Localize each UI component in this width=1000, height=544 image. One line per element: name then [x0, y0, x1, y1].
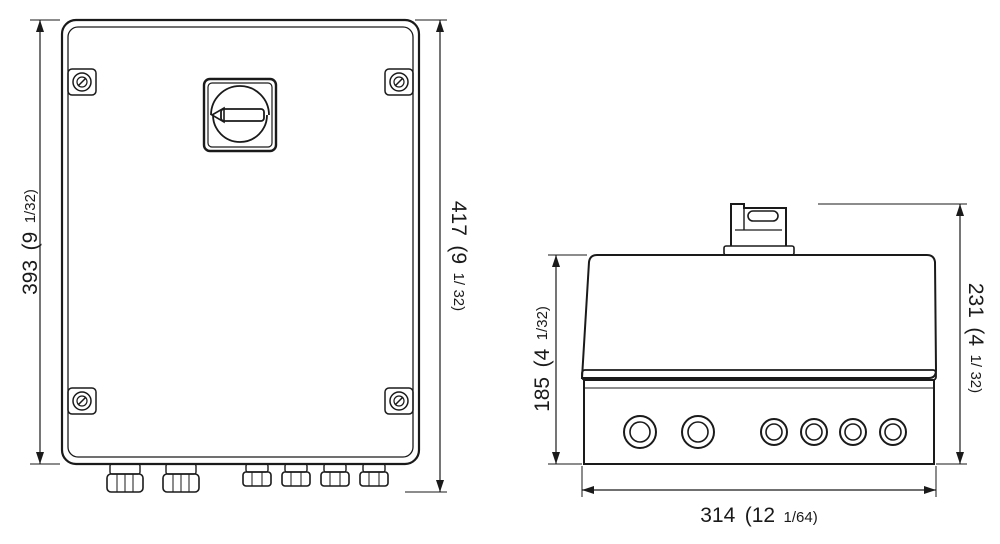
cable-gland-small-1: [242, 463, 272, 487]
side-gland-small-4: [879, 418, 907, 446]
overall-height-label: 417 (9 1/ 32): [447, 201, 470, 311]
side-switch-knob: [723, 203, 795, 256]
side-gland-large-2: [681, 415, 715, 449]
dimension-line-front-height: [30, 19, 60, 465]
side-base: [583, 379, 935, 465]
dimension-line-overall-height: [405, 19, 447, 493]
switch-handle: [210, 106, 265, 124]
cable-gland-large-1: [106, 463, 144, 493]
enclosure-outline: [60, 18, 421, 466]
cable-gland-small-2: [281, 463, 311, 487]
side-gland-small-2: [800, 418, 828, 446]
rotary-switch: [202, 77, 278, 153]
dimension-line-side-body-height: [548, 254, 587, 465]
side-view: [548, 203, 967, 497]
side-gland-small-1: [760, 418, 788, 446]
side-gland-small-3: [839, 418, 867, 446]
width-label: 314 (12 1/64): [700, 504, 818, 527]
dimension-line-side-total-height: [818, 203, 967, 465]
screw-top-right: [384, 68, 414, 96]
cable-gland-large-2: [162, 463, 200, 493]
cable-gland-small-4: [359, 463, 389, 487]
front-view: [30, 18, 447, 493]
dimension-line-width: [581, 466, 937, 497]
front-height-label: 393 (9 1/32): [19, 189, 42, 295]
side-lid: [580, 254, 938, 379]
screw-bottom-right: [384, 387, 414, 415]
enclosure-inner-frame: [67, 26, 414, 458]
side-gland-large-1: [623, 415, 657, 449]
side-total-height-label: 231 (4 1/ 32): [964, 283, 987, 393]
cable-gland-small-3: [320, 463, 350, 487]
screw-top-left: [67, 68, 97, 96]
screw-bottom-left: [67, 387, 97, 415]
side-body-height-label: 185 (4 1/32): [531, 306, 554, 412]
